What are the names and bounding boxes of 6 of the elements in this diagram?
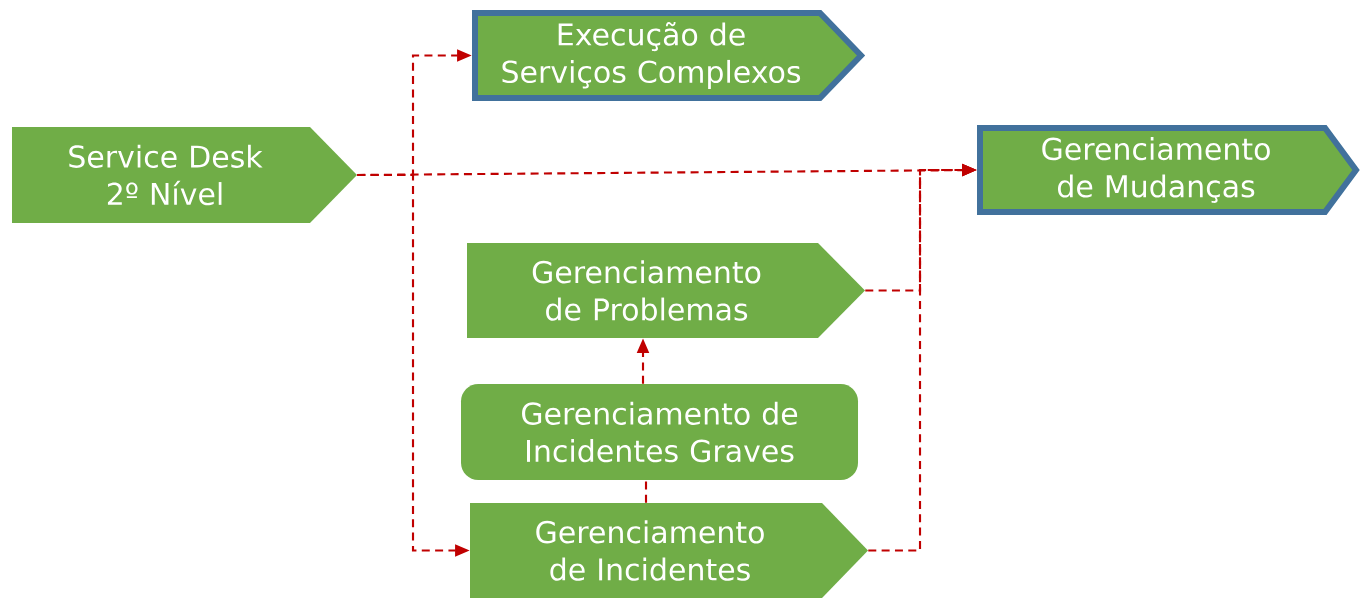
arrow-shaped-box: Execução de Serviços Complexos	[472, 10, 866, 101]
rounded-box: Gerenciamento de Incidentes Graves	[461, 384, 858, 480]
arrow-shaped-box: Service Desk 2º Nível	[12, 127, 357, 223]
arrow-shaped-box: Gerenciamento de Incidentes	[470, 503, 868, 598]
arrow-shaped-box: Gerenciamento de Problemas	[467, 243, 865, 338]
arrow-shaped-box: Gerenciamento de Mudanças	[977, 125, 1360, 215]
